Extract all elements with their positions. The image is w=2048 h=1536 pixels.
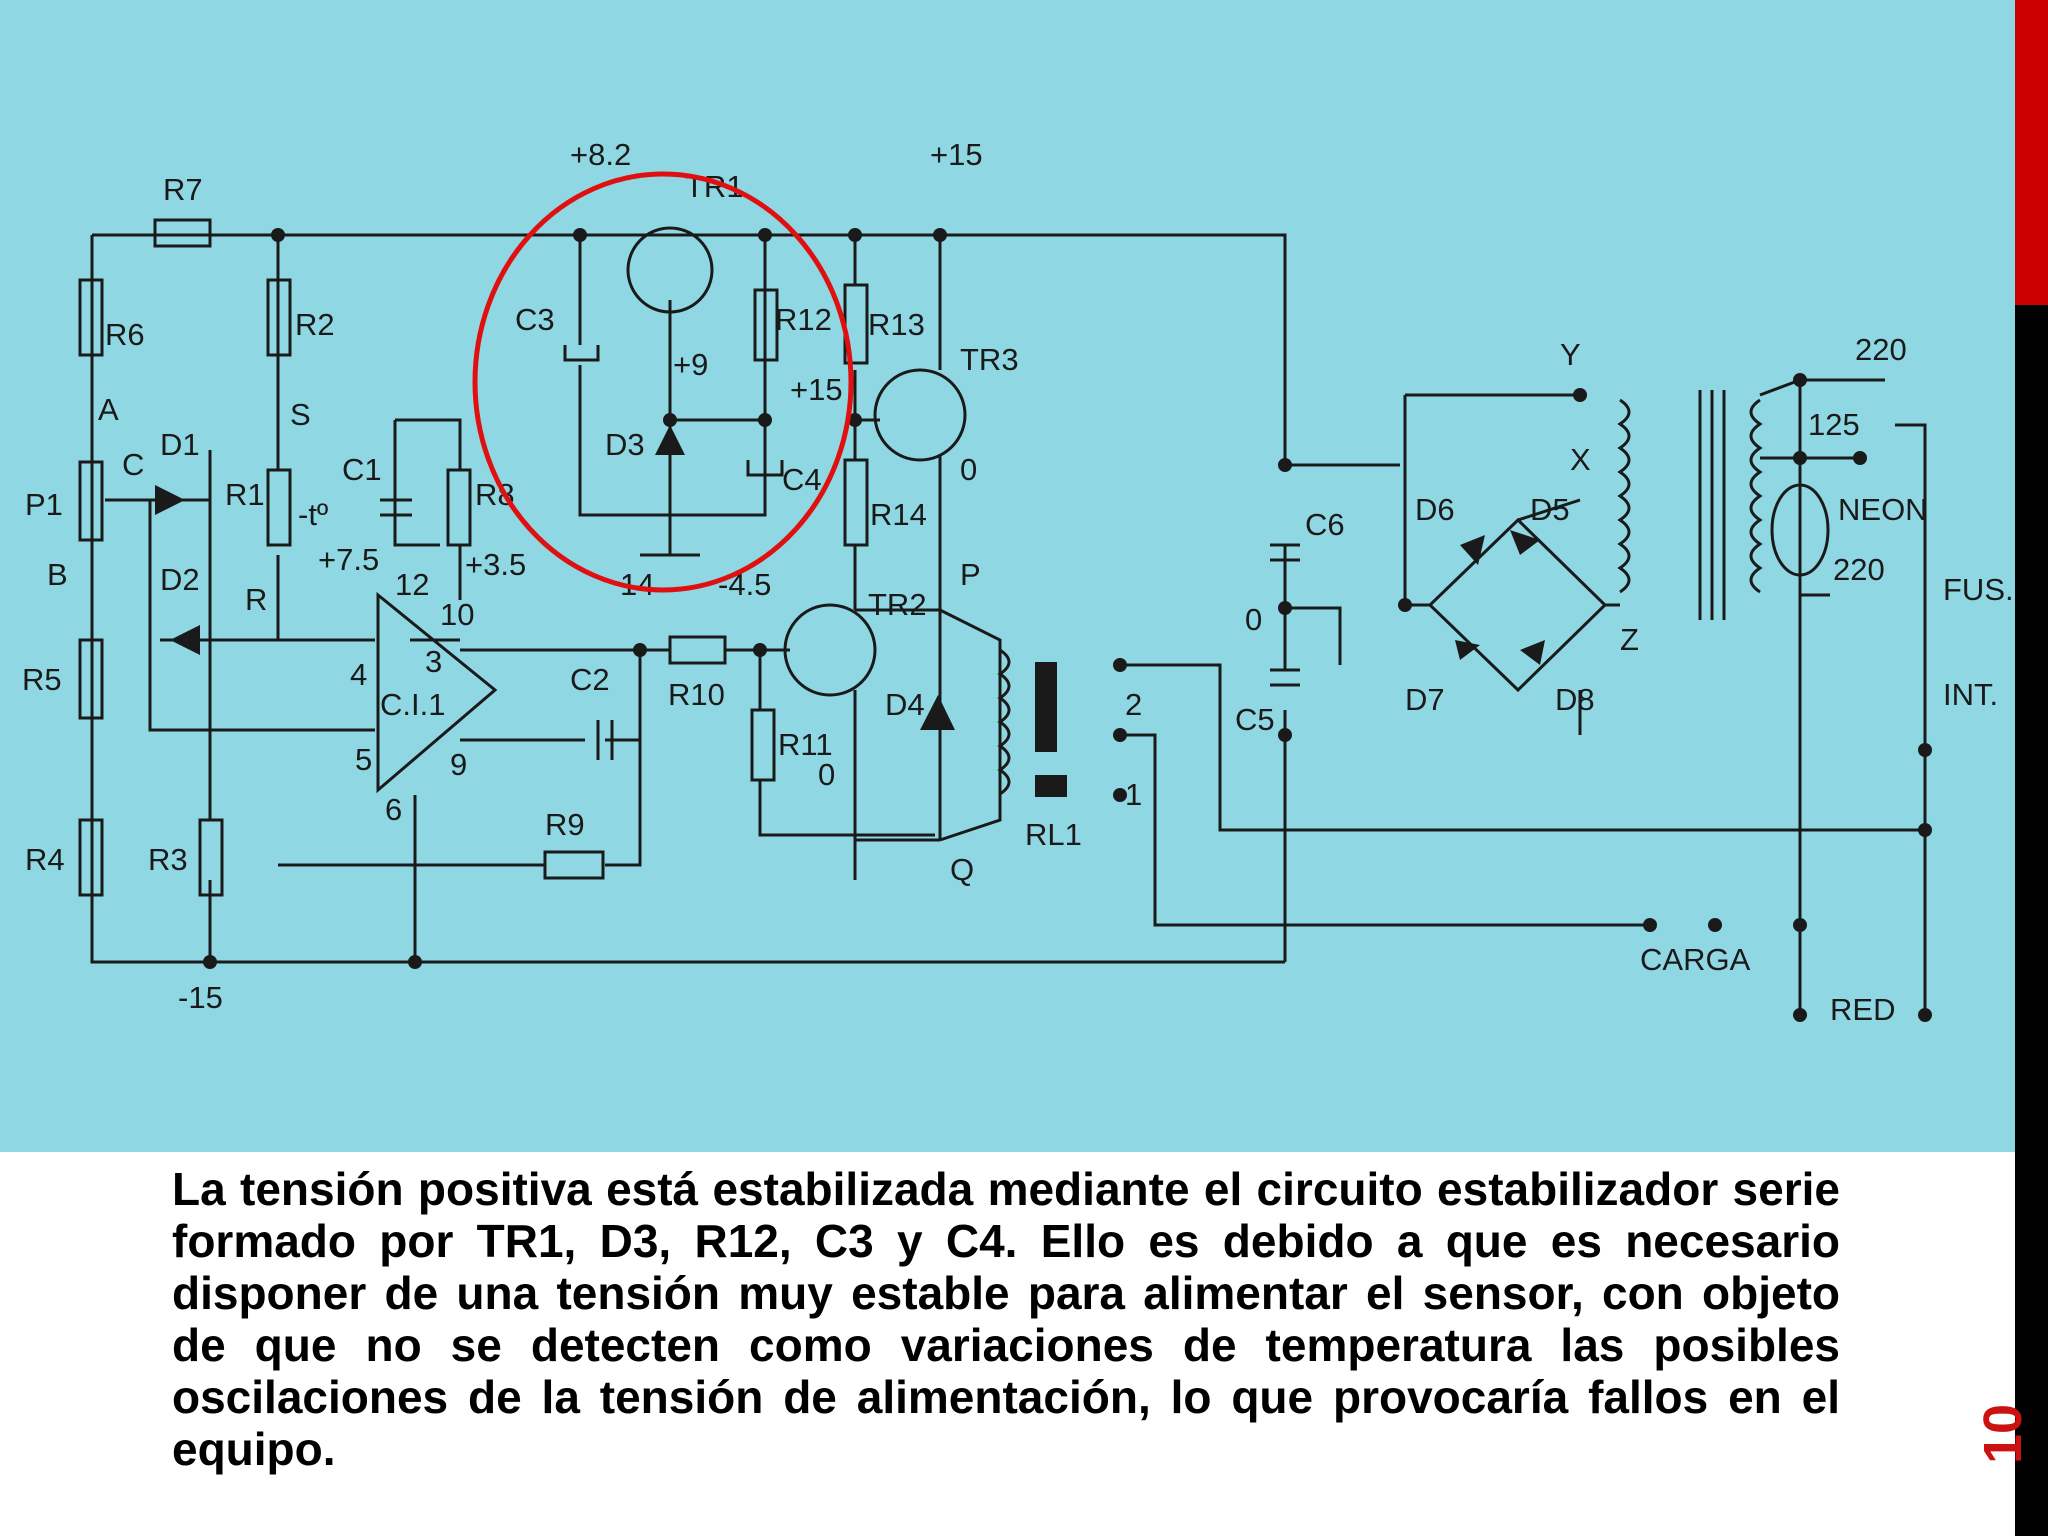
label-c4: C4	[782, 462, 822, 497]
label-d8: D8	[1555, 682, 1595, 717]
label-z0c: 0	[1245, 602, 1262, 637]
label-r3: R3	[148, 842, 188, 877]
stabilizer-highlight-circle	[472, 171, 854, 593]
side-accent-bar-red	[2015, 0, 2048, 305]
label-c3: C3	[515, 302, 555, 337]
label-v9: +9	[673, 347, 708, 382]
label-v15b: +15	[790, 372, 843, 407]
label-v82: +8.2	[570, 137, 631, 172]
capacitors	[380, 345, 1300, 760]
label-a: A	[98, 392, 119, 427]
label-n2: 2	[1125, 687, 1142, 722]
label-r11: R11	[778, 727, 833, 762]
label-r2: R2	[295, 307, 335, 342]
label-v15: +15	[930, 137, 983, 172]
caption-text: La tensión positiva está estabilizada me…	[172, 1163, 1840, 1475]
diodes	[155, 425, 1545, 730]
label-p9: 9	[450, 747, 467, 782]
label-rl1: RL1	[1025, 817, 1082, 852]
label-d2: D2	[160, 562, 200, 597]
label-tr3: TR3	[960, 342, 1019, 377]
label-v75: +7.5	[318, 542, 379, 577]
label-pp: P	[960, 557, 981, 592]
label-ci1: C.I.1	[380, 687, 445, 722]
schematic-panel: R7 R6 R2 A S P1 C D1 R1 -tº C1 R8 +7.5 +…	[0, 0, 2015, 1152]
label-n1: 1	[1125, 777, 1142, 812]
label-d1: D1	[160, 427, 200, 462]
relay-and-coils	[997, 398, 1830, 797]
label-temp: -tº	[298, 497, 328, 532]
label-int: INT.	[1943, 677, 1998, 712]
label-c6: C6	[1305, 507, 1345, 542]
label-r5: R5	[22, 662, 62, 697]
label-r: R	[245, 582, 267, 617]
label-c1: C1	[342, 452, 382, 487]
transistors	[626, 226, 967, 697]
label-r10: R10	[668, 677, 725, 712]
label-c5: C5	[1235, 702, 1275, 737]
label-r12: R12	[775, 302, 832, 337]
label-r9: R9	[545, 807, 585, 842]
label-r13: R13	[868, 307, 925, 342]
label-fus: FUS.	[1943, 572, 2014, 607]
label-p5: 5	[355, 742, 372, 777]
label-carga: CARGA	[1640, 942, 1751, 977]
label-r1: R1	[225, 477, 265, 512]
label-q: Q	[950, 852, 974, 887]
label-tr2: TR2	[868, 587, 927, 622]
label-b: B	[47, 557, 68, 592]
label-r7: R7	[163, 172, 203, 207]
label-r8: R8	[475, 477, 515, 512]
junction-dots	[203, 228, 1932, 1022]
label-z0a: 0	[960, 452, 977, 487]
label-p12: 12	[395, 567, 429, 602]
label-d3: D3	[605, 427, 645, 462]
label-d4: D4	[885, 687, 925, 722]
label-red: RED	[1830, 992, 1895, 1027]
label-c2: C2	[570, 662, 610, 697]
resistors	[78, 218, 869, 897]
label-z: Z	[1620, 622, 1639, 657]
label-v35: +3.5	[465, 547, 526, 582]
label-neon220: 220	[1833, 552, 1885, 587]
wires	[90, 233, 1927, 1015]
label-z0b: 0	[818, 757, 835, 792]
label-m15: -15	[178, 980, 223, 1015]
op-amp	[376, 591, 498, 794]
label-v220: 220	[1855, 332, 1907, 367]
label-x: X	[1570, 442, 1591, 477]
label-r4: R4	[25, 842, 65, 877]
label-neon: NEON	[1838, 492, 1928, 527]
label-p4: 4	[350, 657, 367, 692]
label-v125: 125	[1808, 407, 1860, 442]
label-d6: D6	[1415, 492, 1455, 527]
label-y: Y	[1560, 337, 1581, 372]
label-s: S	[290, 397, 311, 432]
label-r6: R6	[105, 317, 145, 352]
label-d7: D7	[1405, 682, 1445, 717]
label-p3: 3	[425, 644, 442, 679]
label-m45: -4.5	[718, 567, 771, 602]
label-p10: 10	[440, 597, 474, 632]
label-p6: 6	[385, 792, 402, 827]
label-d5: D5	[1530, 492, 1570, 527]
component-labels: R7 R6 R2 A S P1 C D1 R1 -tº C1 R8 +7.5 +…	[22, 137, 2014, 1027]
circuit-schematic: R7 R6 R2 A S P1 C D1 R1 -tº C1 R8 +7.5 +…	[22, 137, 2014, 1027]
label-c: C	[122, 447, 144, 482]
page-number: 10	[1973, 1403, 2033, 1465]
label-p1: P1	[25, 487, 63, 522]
label-r14: R14	[870, 497, 927, 532]
